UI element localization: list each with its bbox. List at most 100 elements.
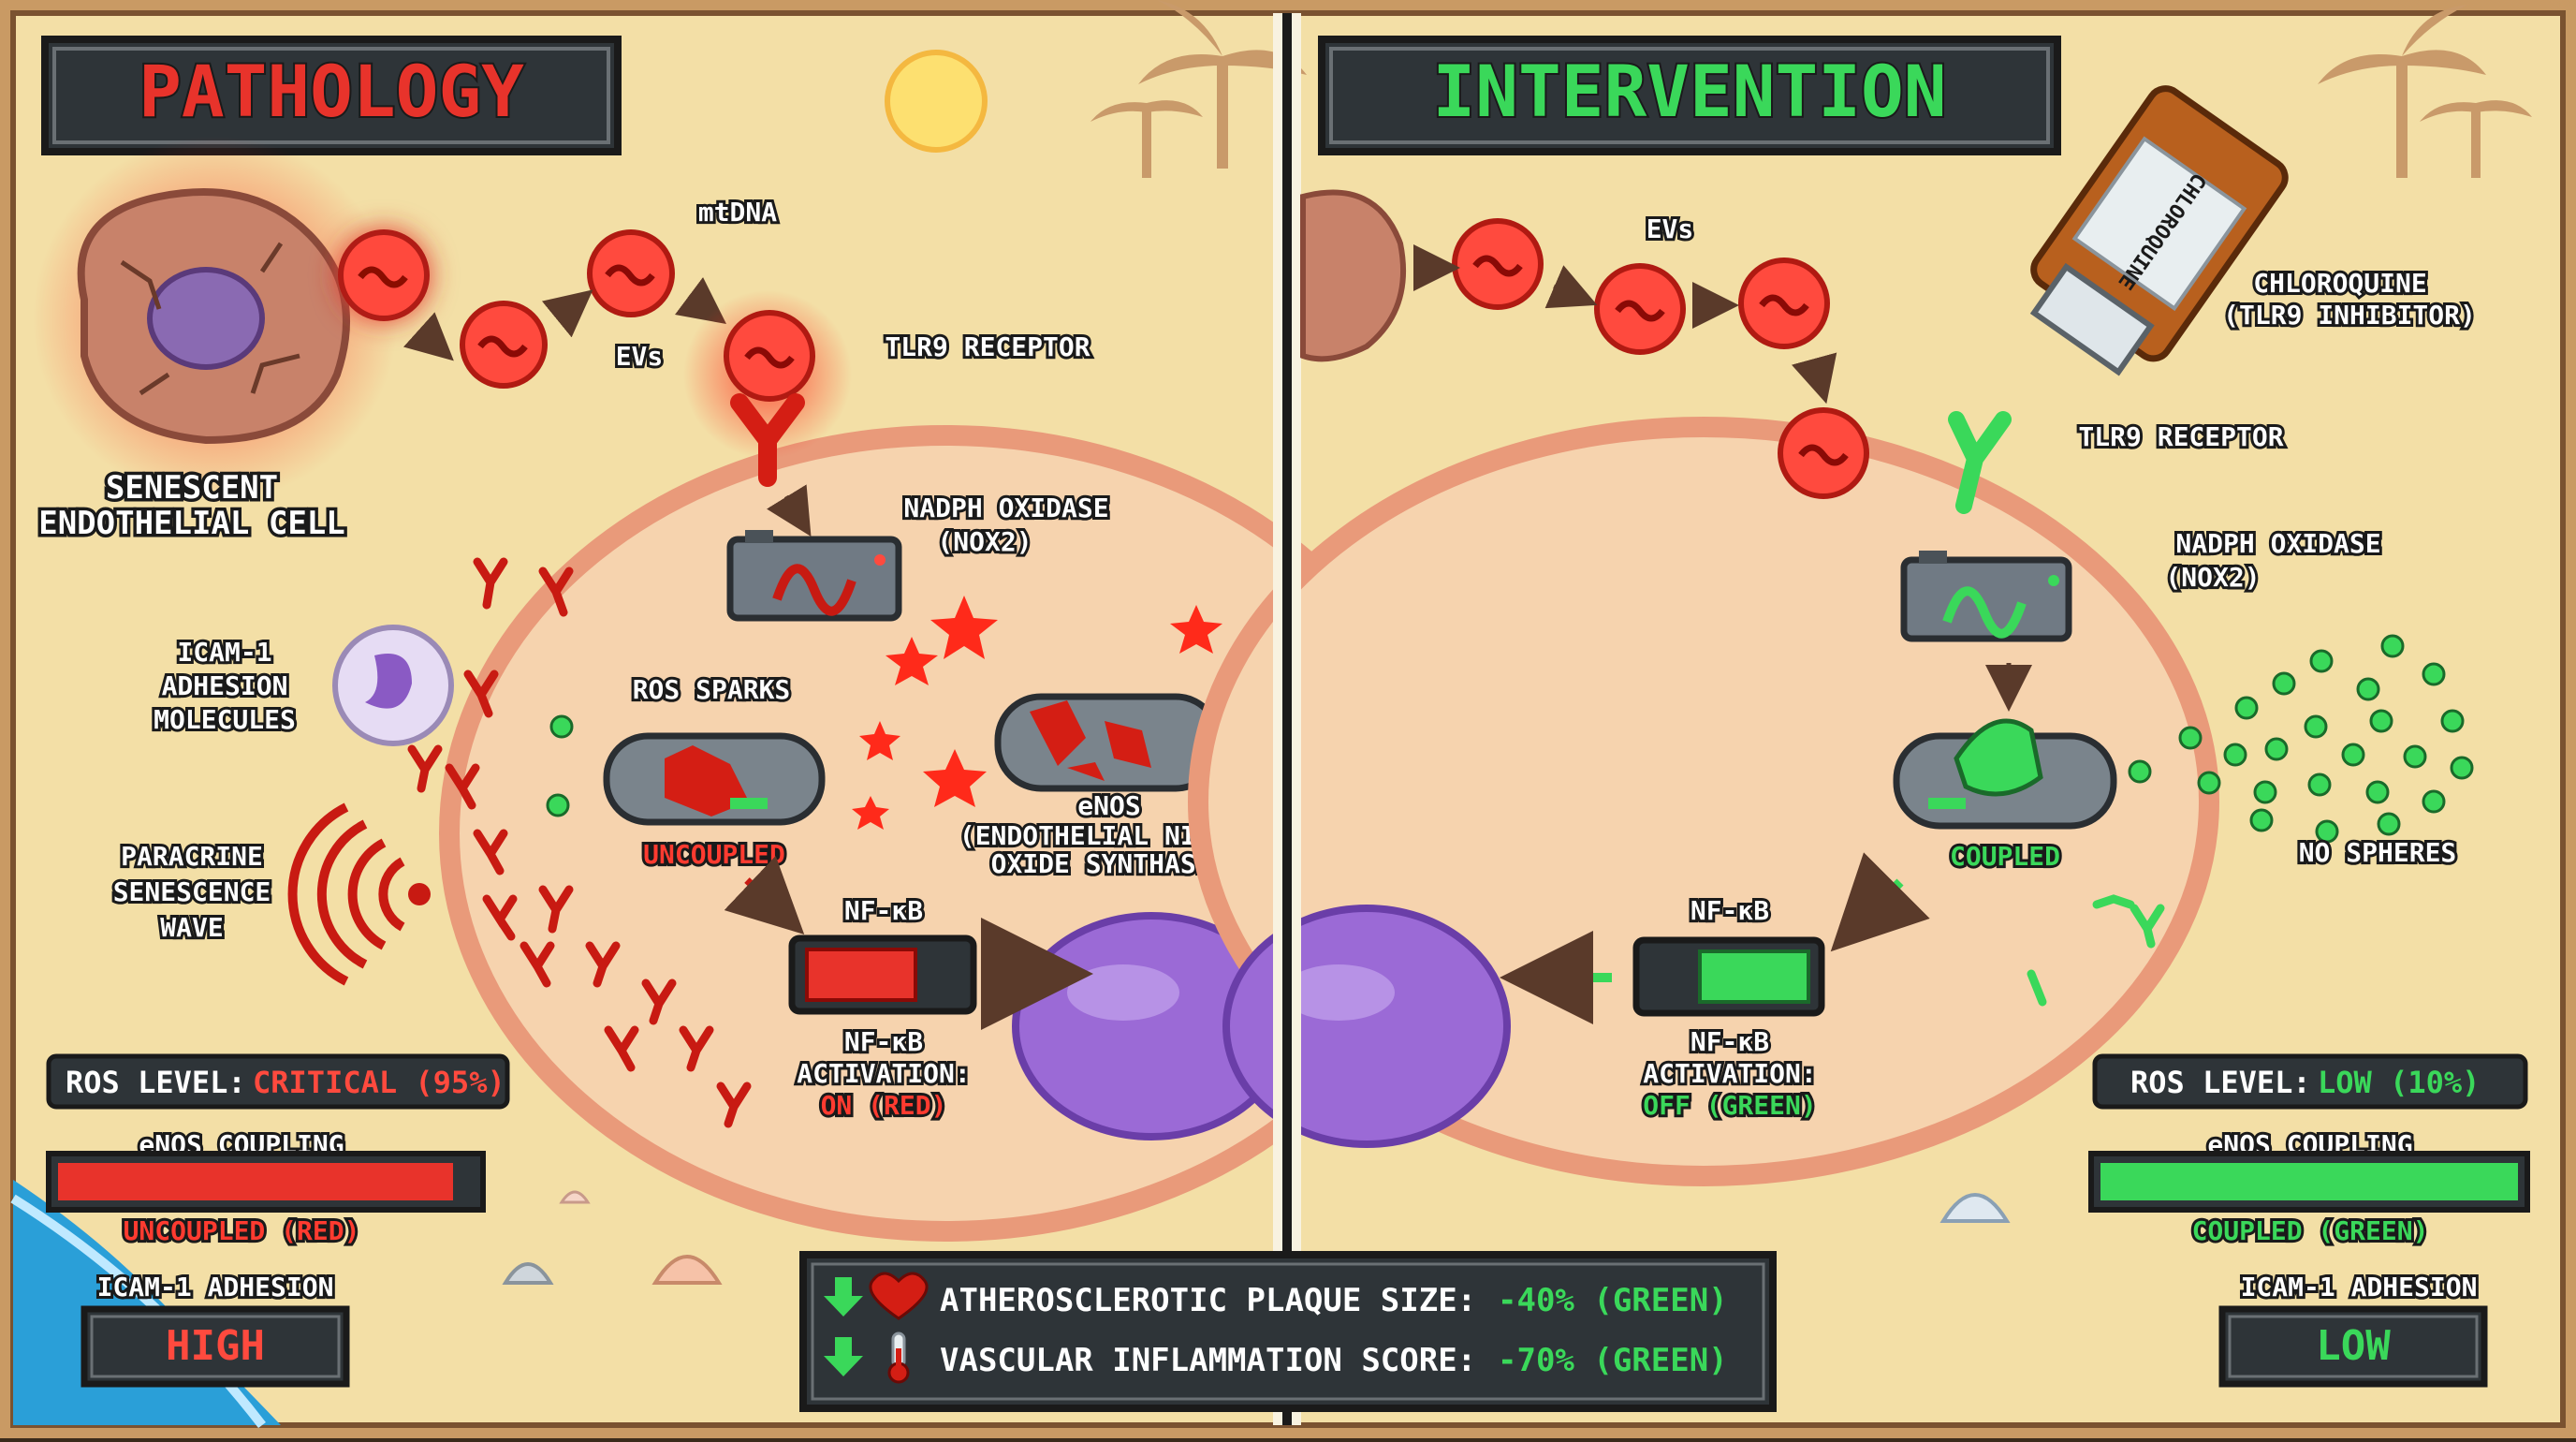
uncoupled-label: UNCOUPLED bbox=[643, 839, 785, 870]
ev-sphere bbox=[587, 229, 675, 317]
pathology-title-box: PATHOLOGY bbox=[41, 36, 622, 155]
icam-adhesion-molecule-icon bbox=[2027, 894, 2165, 1007]
ev-sphere bbox=[1778, 407, 1869, 499]
ros-spark-icon bbox=[852, 596, 1222, 830]
icam-adhesion-value: LOW bbox=[2316, 1322, 2391, 1370]
intervention-title: INTERVENTION bbox=[1432, 50, 1946, 133]
nfkb-label: NF-κB bbox=[844, 895, 923, 926]
enos-uncoupled-capsule bbox=[603, 732, 826, 826]
arrow-icon bbox=[724, 855, 805, 935]
tlr9-receptor bbox=[724, 310, 815, 487]
nfkb-state-on: ON (RED) bbox=[821, 1090, 947, 1121]
enos-coupling-bar bbox=[46, 1151, 486, 1213]
enos-coupling-bar-fill bbox=[2100, 1163, 2518, 1200]
leukocyte-icon bbox=[332, 625, 454, 746]
tlr9-label: TLR9 RECEPTOR bbox=[885, 331, 1090, 362]
evs-label: EVs bbox=[1647, 213, 1694, 244]
ros-level-badge: ROS LEVEL: LOW (10%) bbox=[2092, 1053, 2528, 1110]
seashell-icon bbox=[502, 1262, 554, 1285]
paracrine-label-line3: WAVE bbox=[160, 912, 223, 943]
intervention-title-box: INTERVENTION bbox=[1318, 36, 2061, 155]
paracrine-label-line2: SENESCENCE bbox=[113, 876, 271, 907]
nadph-label-line1: NADPH OXIDASE bbox=[903, 493, 1108, 523]
evs-label: EVs bbox=[616, 341, 664, 372]
icam-label-line3: MOLECULES bbox=[154, 704, 296, 735]
seashell-icon bbox=[1939, 1193, 2011, 1223]
pathology-panel: PATHOLOGY SENESCENT ENDOTHELIAL CELL bbox=[33, 36, 1452, 1388]
nfkb-activation-line2: ACTIVATION: bbox=[1643, 1058, 1816, 1089]
seashell-icon bbox=[651, 1255, 723, 1285]
arrow-icon bbox=[1544, 265, 1598, 309]
senescent-cell-label-line2: ENDOTHELIAL CELL bbox=[38, 505, 345, 542]
ev-sphere bbox=[1594, 263, 1686, 355]
down-arrow-icon bbox=[824, 1277, 863, 1317]
tlr9-label: TLR9 RECEPTOR bbox=[2078, 421, 2283, 452]
enos-coupling-value: UNCOUPLED (RED) bbox=[124, 1215, 360, 1246]
senescent-cell bbox=[1300, 189, 1406, 362]
arrow-icon bbox=[402, 312, 454, 361]
enos-label-line1: eNOS bbox=[1077, 790, 1140, 821]
ev-sphere bbox=[338, 229, 430, 321]
nfkb-activation-line1: NF-κB bbox=[1690, 1026, 1769, 1057]
enos-coupled-capsule bbox=[1893, 718, 2117, 830]
outcomes-box: ATHEROSCLEROTIC PLAQUE SIZE: -40% (GREEN… bbox=[799, 1251, 1777, 1412]
enos-coupling-value: COUPLED (GREEN) bbox=[2192, 1215, 2429, 1246]
down-arrow-icon bbox=[824, 1337, 863, 1376]
ros-level-label: ROS LEVEL: bbox=[66, 1065, 246, 1100]
pathology-title: PATHOLOGY bbox=[139, 50, 524, 133]
arrow-icon bbox=[766, 484, 812, 537]
ros-level-value: CRITICAL (95%) bbox=[253, 1065, 505, 1100]
ev-sphere bbox=[460, 301, 548, 389]
cell-nucleus bbox=[1222, 905, 1511, 1148]
heart-icon bbox=[869, 1272, 929, 1320]
coupled-label: COUPLED bbox=[1950, 841, 2060, 872]
nfkb-switch-on bbox=[788, 934, 977, 1015]
outcome-value: -70% (GREEN) bbox=[1498, 1342, 1728, 1379]
tlr9-receptor-inhibited bbox=[1948, 411, 2012, 514]
chloroquine-bottle-icon: CHLOROQUINE bbox=[2029, 85, 2289, 376]
arrow-icon bbox=[1791, 352, 1837, 405]
ros-level-label: ROS LEVEL: bbox=[2130, 1065, 2311, 1100]
no-spheres-label: NO SPHERES bbox=[2299, 837, 2457, 868]
nfkb-label: NF-κB bbox=[1690, 895, 1769, 926]
nfkb-state-off: OFF (GREEN) bbox=[1643, 1090, 1816, 1121]
outcome-label: VASCULAR INFLAMMATION SCORE: bbox=[940, 1342, 1476, 1379]
senescent-cell-label-line1: SENESCENT bbox=[106, 469, 278, 507]
icam-adhesion-badge: LOW bbox=[2218, 1305, 2488, 1388]
ros-sparks-label: ROS SPARKS bbox=[633, 674, 791, 705]
nadph-label-line2: (NOX2) bbox=[2165, 562, 2260, 593]
chloroquine-label-line1: CHLOROQUINE bbox=[2253, 268, 2426, 299]
seashell-icon bbox=[559, 1190, 591, 1204]
enos-broken-capsule bbox=[994, 693, 1222, 792]
icam-adhesion-badge: HIGH bbox=[80, 1305, 350, 1388]
outcome-row: ATHEROSCLEROTIC PLAQUE SIZE: -40% (GREEN… bbox=[824, 1272, 1728, 1320]
arrow-icon bbox=[1830, 852, 1930, 952]
nfkb-activation-line2: ACTIVATION: bbox=[797, 1058, 970, 1089]
paracrine-label-line1: PARACRINE bbox=[121, 841, 263, 872]
sun-icon bbox=[885, 50, 988, 153]
mtdna-label: mtDNA bbox=[698, 197, 777, 228]
nadph-label-line1: NADPH OXIDASE bbox=[2175, 528, 2380, 559]
nadph-oxidase-device bbox=[1900, 551, 2072, 642]
outcome-value: -40% (GREEN) bbox=[1498, 1282, 1728, 1319]
palm-tree-icon bbox=[2318, 5, 2532, 178]
ros-level-value: LOW (10%) bbox=[2318, 1065, 2480, 1100]
outcome-label: ATHEROSCLEROTIC PLAQUE SIZE: bbox=[940, 1282, 1476, 1319]
enos-coupling-bar-fill bbox=[58, 1163, 453, 1200]
icam-adhesion-molecule-icon bbox=[407, 557, 752, 1128]
nadph-label-line2: (NOX2) bbox=[937, 526, 1032, 557]
enos-coupling-bar bbox=[2088, 1151, 2530, 1213]
palm-tree-icon bbox=[1090, 0, 1307, 178]
arrow-icon bbox=[675, 277, 726, 324]
paracrine-wave-icon bbox=[287, 802, 431, 986]
ev-sphere bbox=[1738, 258, 1830, 349]
icam-label-line2: ADHESION bbox=[162, 670, 288, 701]
icam-adhesion-label: ICAM-1 ADHESION bbox=[2241, 1272, 2478, 1302]
enos-label-line3: OXIDE SYNTHASE) bbox=[991, 848, 1228, 879]
thermometer-icon bbox=[887, 1332, 910, 1384]
senescent-cell bbox=[77, 188, 350, 445]
ros-level-badge: ROS LEVEL: CRITICAL (95%) bbox=[46, 1053, 510, 1110]
nadph-oxidase-device bbox=[726, 530, 902, 622]
no-spheres-dots bbox=[2128, 634, 2474, 844]
